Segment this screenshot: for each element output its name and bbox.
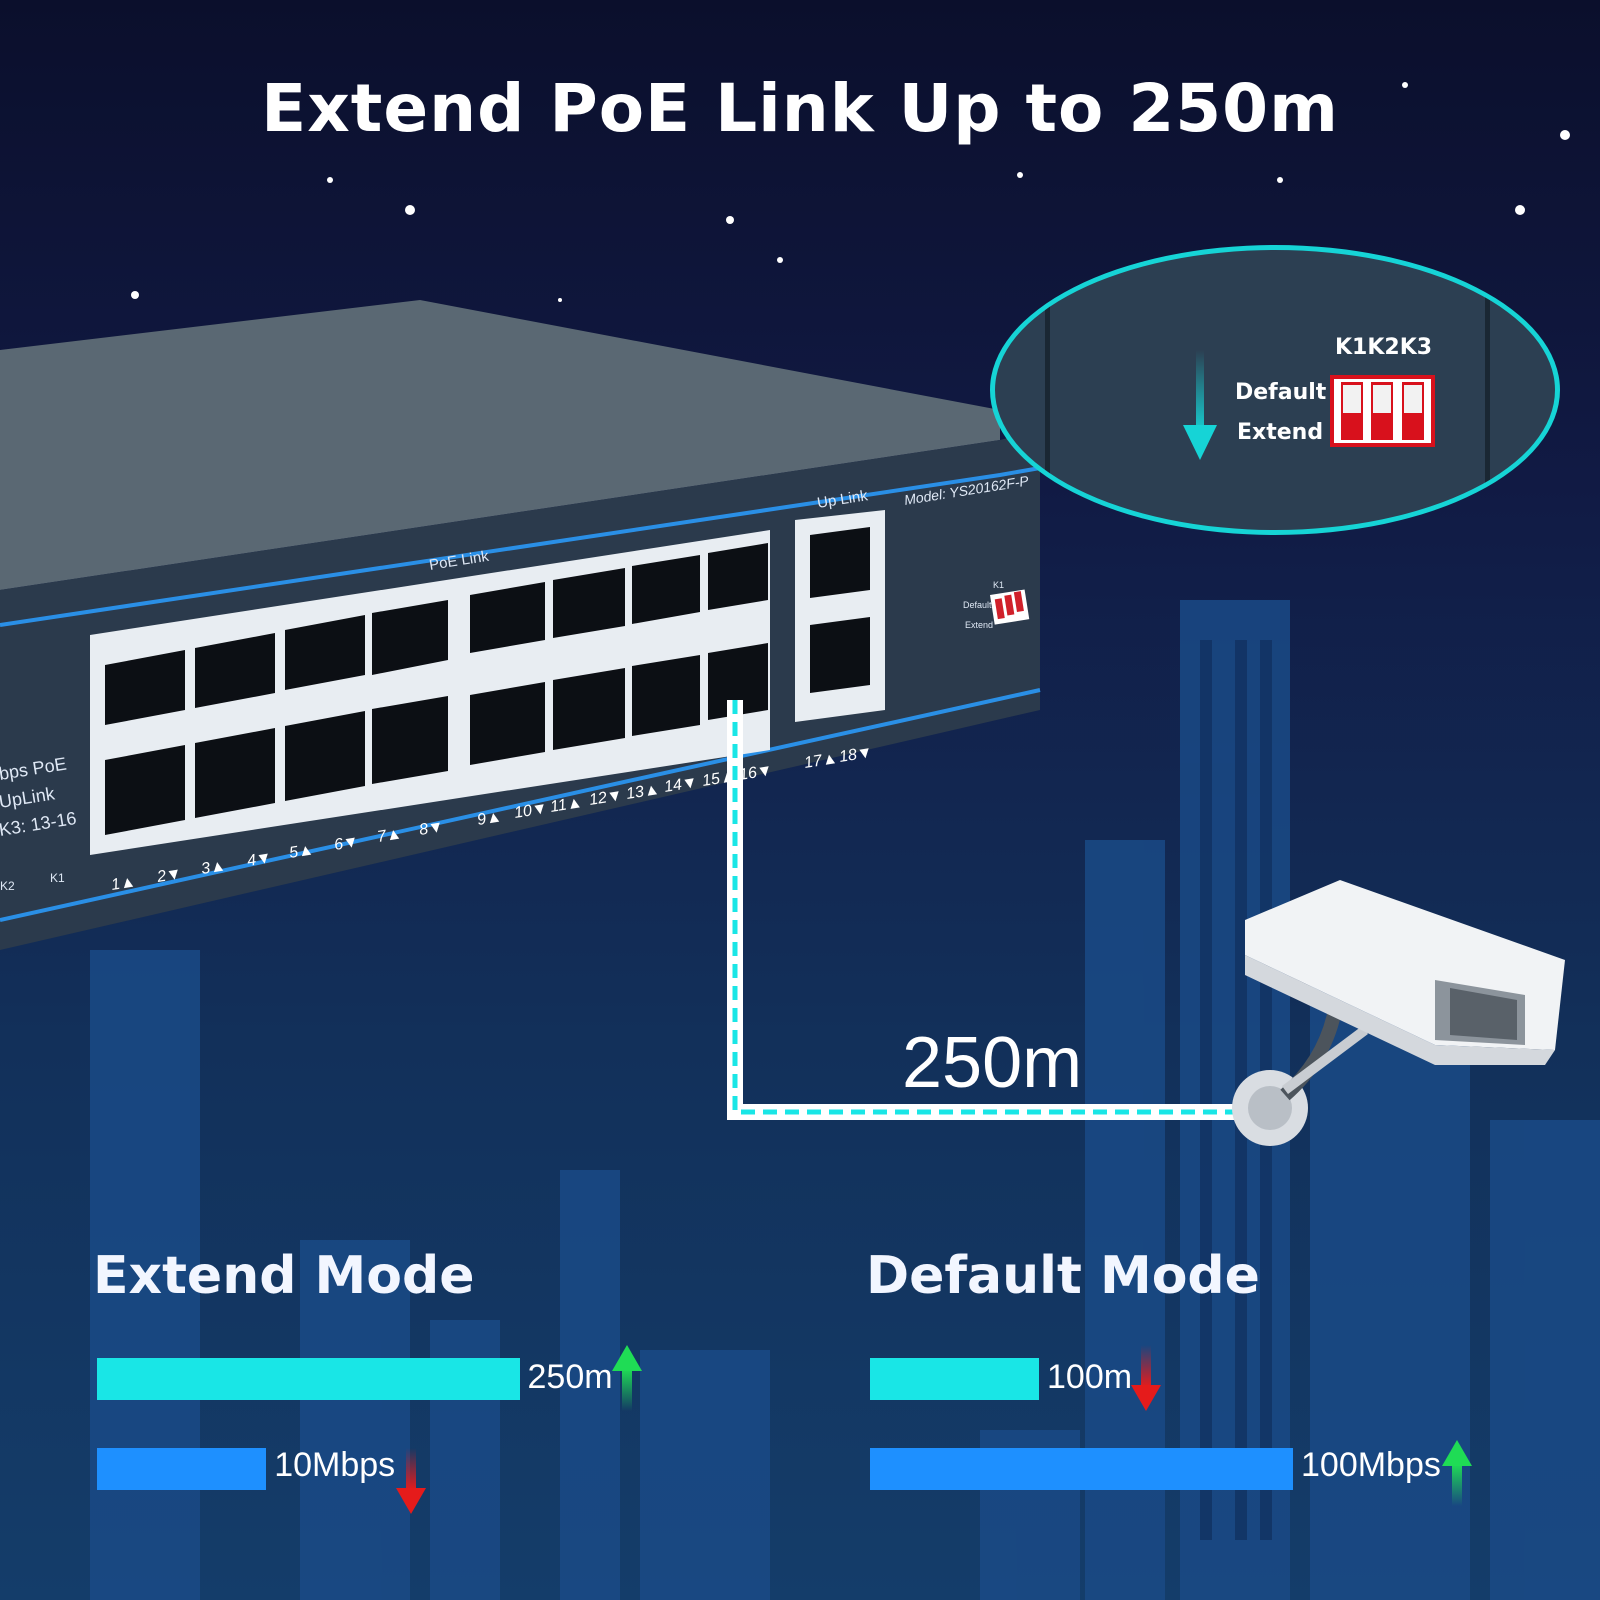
port-number: 4▼	[246, 849, 273, 870]
port-number: 12▼	[588, 787, 624, 809]
dip-toggle-k2[interactable]	[1371, 382, 1394, 440]
dip-toggle-k3[interactable]	[1401, 382, 1424, 440]
mini-dip-default: Default	[963, 600, 992, 610]
down-arrow-icon	[1183, 350, 1217, 460]
dip-toggle-k1[interactable]	[1341, 382, 1364, 440]
poe-switch: PoE Link Up Link Model: YS20162F-P K1 De…	[0, 300, 1041, 950]
extend-mode-title: Extend Mode	[93, 1246, 475, 1306]
extend-speed-bar	[97, 1448, 267, 1490]
dip-switch-block	[1330, 375, 1435, 447]
cctv-camera-icon	[1232, 880, 1565, 1146]
page-title: Extend PoE Link Up to 250m	[261, 70, 1339, 147]
dip-extend-label: Extend	[1237, 420, 1324, 445]
down-arrow-icon	[394, 1448, 428, 1518]
extend-distance-bar	[97, 1358, 520, 1400]
switch-top	[0, 300, 1000, 590]
cable-distance-label: 250m	[902, 1023, 1083, 1103]
dip-default-label: Default	[1235, 380, 1327, 405]
port-number: 10▼	[513, 800, 549, 822]
stars	[131, 82, 1570, 302]
port-number: 11▲	[549, 794, 584, 816]
mini-dip-extend: Extend	[965, 620, 993, 630]
default-distance-label: 100m	[1047, 1358, 1133, 1396]
default-distance-bar	[870, 1358, 1039, 1400]
default-mode-title: Default Mode	[866, 1246, 1260, 1306]
port-number: 1▲	[110, 873, 137, 894]
dip-key-k3: K3	[1399, 335, 1433, 360]
led-label-k1: K1	[50, 871, 65, 885]
port-number: 8▼	[418, 818, 445, 839]
up-arrow-icon	[1440, 1440, 1474, 1510]
port-number: 17▲	[803, 750, 839, 772]
port-number: 13▲	[625, 781, 661, 803]
port-number: 5▲	[288, 841, 315, 862]
dip-key-k1: K1	[1335, 335, 1368, 360]
port-number: 3▲	[200, 857, 227, 878]
port-number: 2▼	[155, 865, 183, 886]
port-number: 6▼	[333, 833, 360, 854]
rj45-ports	[105, 527, 870, 835]
extend-distance-label: 250m	[527, 1358, 613, 1396]
city-silhouette	[90, 600, 1600, 1600]
mini-dip-keys: K1	[993, 580, 1004, 590]
default-speed-bar	[870, 1448, 1293, 1490]
dip-key-k2: K2	[1367, 335, 1400, 360]
port-number: 9▲	[476, 808, 503, 829]
default-speed-label: 100Mbps	[1301, 1446, 1441, 1484]
port-number: 16▼	[738, 762, 774, 784]
port-number: 14▼	[663, 774, 699, 796]
port-number: 7▲	[376, 825, 403, 846]
up-arrow-icon	[610, 1345, 644, 1415]
port-number: 18▼	[838, 744, 874, 766]
extend-speed-label: 10Mbps	[274, 1446, 396, 1484]
down-arrow-icon	[1129, 1345, 1163, 1415]
led-label-k2: K2	[0, 879, 15, 893]
dip-switch-zoom: K1 K2 K3 Default Extend	[990, 245, 1560, 535]
port-numbers: 1▲2▼3▲4▼5▲6▼7▲8▼9▲10▼11▲12▼13▲14▼15▲16▼1…	[110, 744, 874, 894]
